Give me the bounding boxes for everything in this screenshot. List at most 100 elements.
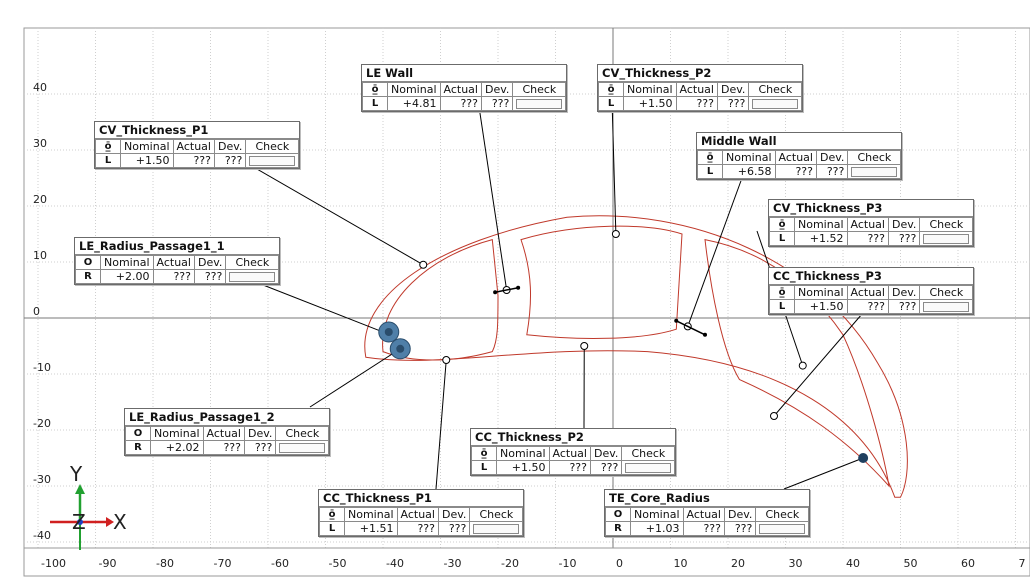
y-tick-label: -20 [33,417,51,430]
x-tick-label: -50 [329,557,347,570]
value-dev: ??? [716,96,750,111]
check-indicator[interactable] [229,272,276,282]
header-check: Check [245,139,300,154]
value-actual: ??? [202,440,245,455]
y-tick-label: -40 [33,529,51,542]
check-indicator[interactable] [516,99,563,109]
value-actual: ??? [846,299,889,314]
measure-type-icon: ō̲ [769,217,795,232]
x-tick-label: 30 [789,557,803,570]
x-tick-label: -100 [41,557,66,570]
y-tick-label: 0 [33,305,40,318]
leader-line [257,282,384,333]
check-indicator[interactable] [752,99,799,109]
check-indicator[interactable] [923,234,970,244]
value-dev: ??? [437,521,471,536]
coordinate-triad: Y Z X [50,462,127,550]
value-type: L [319,521,345,536]
measure-type-icon: ō̲ [362,82,388,97]
value-actual: ??? [439,96,482,111]
value-nominal: +6.58 [722,164,776,179]
value-dev: ??? [480,96,514,111]
check-indicator[interactable] [923,302,970,312]
z-axis-dot [77,519,83,525]
value-nominal: +1.50 [496,460,550,475]
check-indicator[interactable] [279,443,326,453]
x-tick-label: 40 [846,557,860,570]
x-tick-label: -80 [156,557,174,570]
y-arrow-head [75,484,85,494]
value-actual: ??? [846,231,889,246]
header-nominal: Nominal [344,507,398,522]
header-nominal: Nominal [100,255,154,270]
middle-wall-arrow-end [703,332,707,337]
measure-point [611,230,620,238]
leader-line [477,99,508,291]
check-indicator[interactable] [473,524,520,534]
radius-marker-2-core [396,344,405,353]
value-type: L [598,96,624,111]
x-tick-label: -60 [271,557,289,570]
y-tick-label: 10 [33,249,47,262]
value-check [512,96,567,111]
value-type: R [125,440,151,455]
check-indicator[interactable] [249,156,296,166]
value-check [275,440,330,455]
check-indicator[interactable] [625,463,672,473]
header-nominal: Nominal [630,507,684,522]
header-dev: Dev. [213,139,247,154]
header-dev: Dev. [589,446,623,461]
measure-point [770,412,778,420]
value-actual: ??? [548,460,591,475]
header-check: Check [919,217,974,232]
y-tick-label: -30 [33,473,51,486]
triad-x-label: X [113,510,127,534]
value-dev: ??? [723,521,757,536]
middle-wall-arrow-end [674,318,679,323]
check-indicator[interactable] [851,167,898,177]
header-nominal: Nominal [623,82,677,97]
header-check: Check [512,82,567,97]
check-indicator[interactable] [759,524,806,534]
measure-point [580,342,589,350]
value-check [919,299,974,314]
callout-title: CC_Thickness_P2 [471,429,676,446]
measure-type-icon: O [75,255,101,270]
value-dev: ??? [243,440,277,455]
header-nominal: Nominal [722,150,776,165]
header-dev: Dev. [480,82,514,97]
value-actual: ??? [152,269,195,284]
value-check [469,521,524,536]
header-actual: Actual [675,82,718,97]
profile-passage-1 [382,238,499,361]
leader-lines [249,99,864,490]
header-dev: Dev. [815,150,849,165]
header-actual: Actual [439,82,482,97]
le-wall-arrow [494,287,519,293]
measure-type-icon: ō̲ [95,139,121,154]
callout-value-row: R+2.00?????? [75,269,280,284]
header-dev: Dev. [887,217,921,232]
header-nominal: Nominal [794,217,848,232]
